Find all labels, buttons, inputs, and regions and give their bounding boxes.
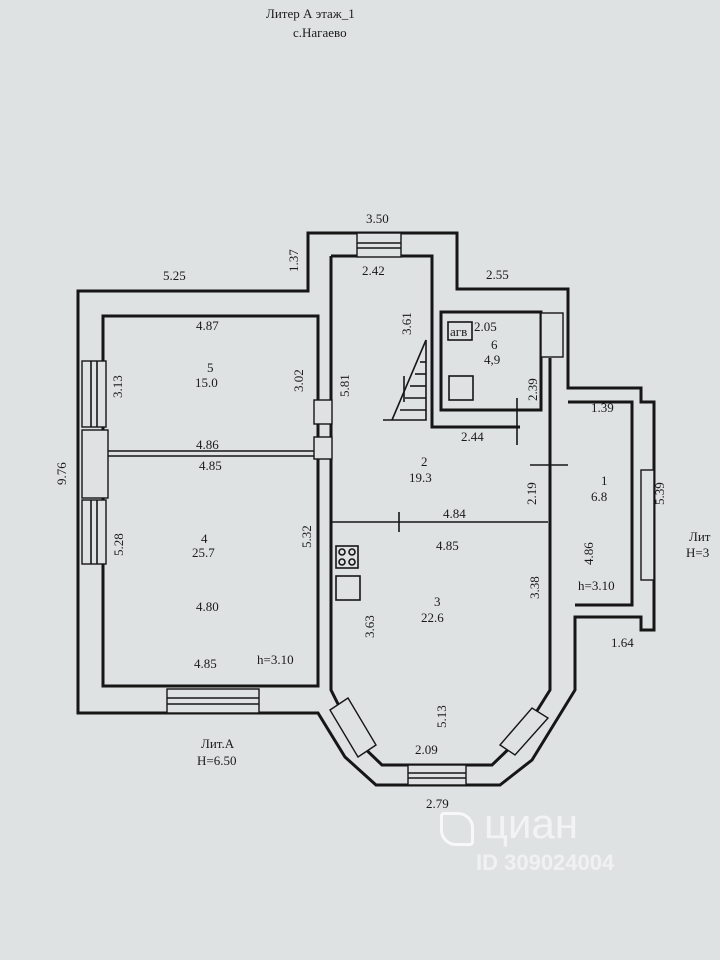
dim-3-63: 3.63: [362, 615, 377, 638]
dim-2-09: 2.09: [415, 742, 438, 757]
boiler-label: агв: [450, 324, 467, 339]
dim-2-79: 2.79: [426, 796, 449, 811]
room-area: 15.0: [195, 375, 218, 390]
dim-3-61: 3.61: [399, 312, 414, 335]
dim-4-86: 4.86: [196, 437, 219, 452]
dim-4-85-b: 4.85: [436, 538, 459, 553]
plan-location: с.Нагаево: [293, 25, 347, 40]
room-labels: 5 15.0 2 19.3 4 25.7 3 22.6 1 6.8 6 4,9 …: [192, 324, 711, 768]
outer-walls: [76, 231, 656, 787]
dim-1-39: 1.39: [591, 400, 614, 415]
room-area: 25.7: [192, 545, 215, 560]
windows: [81, 232, 655, 786]
height-main-label: h=3.10: [257, 652, 294, 667]
dim-3-50: 3.50: [366, 211, 389, 226]
dim-4-87: 4.87: [196, 318, 219, 333]
dim-4-80: 4.80: [196, 599, 219, 614]
cian-brand: циан: [484, 800, 579, 847]
lit-main-height: H=6.50: [197, 753, 236, 768]
dim-2-05: 2.05: [474, 319, 497, 334]
fixtures: [335, 321, 474, 601]
room-area: 19.3: [409, 470, 432, 485]
dim-2-39: 2.39: [525, 378, 540, 401]
lit-right-label: Лит: [689, 529, 711, 544]
room-area: 4,9: [484, 352, 500, 367]
dim-4-85-a: 4.85: [199, 458, 222, 473]
dim-5-39: 5.39: [652, 482, 667, 505]
room-number: 4: [201, 531, 208, 546]
room-number: 2: [421, 454, 428, 469]
dim-3-38: 3.38: [527, 576, 542, 599]
cian-logo-icon: [440, 812, 474, 846]
plan-title: Литер А этаж_1: [266, 6, 355, 21]
dim-5-28: 5.28: [111, 533, 126, 556]
room-number: 5: [207, 360, 214, 375]
dim-1-37: 1.37: [286, 249, 301, 272]
dim-3-13: 3.13: [110, 375, 125, 398]
dim-5-25: 5.25: [163, 268, 186, 283]
height-annex-label: h=3.10: [578, 578, 615, 593]
dimension-labels: 3.50 1.37 2.42 5.25 2.55 4.87 3.61 2.05 …: [54, 211, 667, 811]
room-number: 6: [491, 337, 498, 352]
dim-4-84: 4.84: [443, 506, 466, 521]
cian-id: ID 309024004: [476, 850, 615, 875]
dim-4-85-c: 4.85: [194, 656, 217, 671]
dim-5-81: 5.81: [337, 374, 352, 397]
dim-5-13: 5.13: [434, 705, 449, 728]
dim-4-86-v: 4.86: [581, 542, 596, 565]
dim-2-44: 2.44: [461, 429, 484, 444]
dim-9-76: 9.76: [54, 462, 69, 485]
staircase: [383, 339, 427, 421]
lit-main-label: Лит.А: [201, 736, 235, 751]
dim-3-02: 3.02: [291, 369, 306, 392]
dim-5-32: 5.32: [299, 525, 314, 548]
room-number: 1: [601, 473, 608, 488]
room-area: 22.6: [421, 610, 444, 625]
lit-right-height: H=3: [686, 545, 709, 560]
dim-1-64: 1.64: [611, 635, 634, 650]
dim-2-55: 2.55: [486, 267, 509, 282]
room-area: 6.8: [591, 489, 607, 504]
dim-2-42: 2.42: [362, 263, 385, 278]
dim-2-19: 2.19: [524, 482, 539, 505]
room-number: 3: [434, 594, 441, 609]
